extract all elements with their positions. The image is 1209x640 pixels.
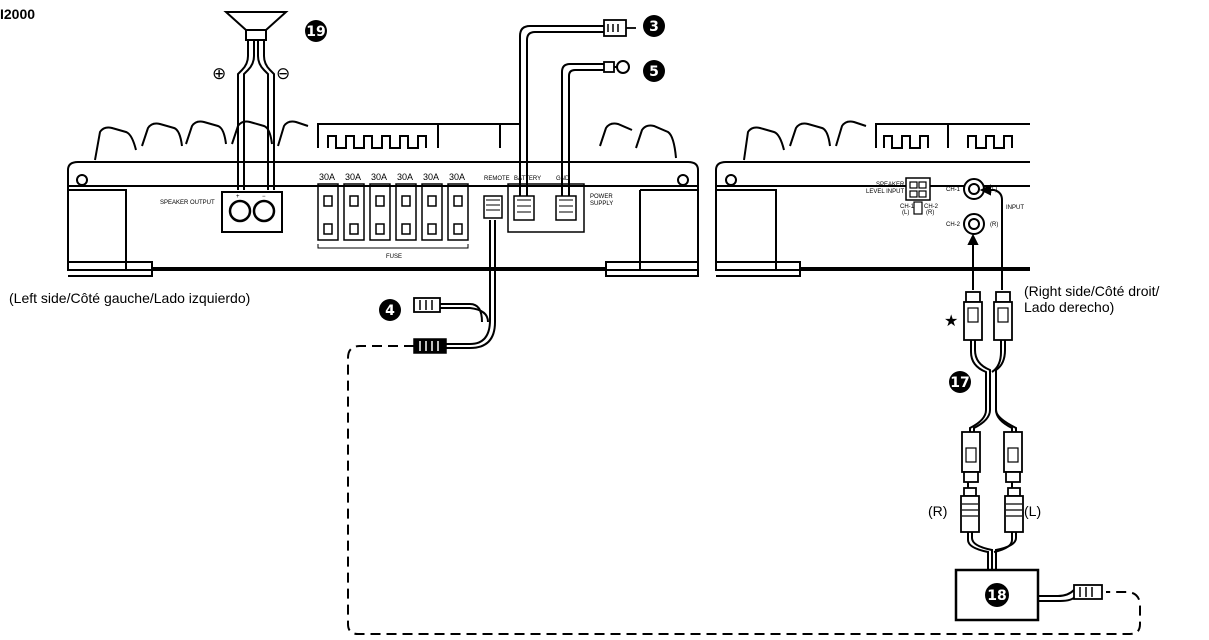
speaker-plus-symbol: ⊕ — [212, 64, 226, 83]
rca-cable — [967, 184, 1017, 570]
rca-plug-upper-right[interactable] — [963, 291, 983, 341]
battery-connector[interactable] — [603, 19, 636, 37]
remote-connector-upper[interactable] — [413, 297, 441, 313]
ground-wire — [561, 63, 604, 196]
rca-ch2-side: (R) — [990, 222, 998, 228]
remote-dashed-line — [347, 345, 1141, 635]
speaker-level-ch2-side: (R) — [926, 210, 934, 216]
callout-3: 3 — [643, 15, 665, 37]
speaker-plus-mark: + — [236, 194, 240, 200]
svg-text:19: 19 — [306, 24, 325, 40]
speaker-output-label: SPEAKER OUTPUT — [160, 200, 215, 206]
speaker-level-input[interactable]: SPEAKER LEVEL INPUT CH-1 (L) CH-2 (R) — [866, 177, 939, 216]
speaker-level-ch1-side: (L) — [902, 210, 909, 216]
ground-lug[interactable] — [603, 60, 630, 74]
power-supply-terminal[interactable]: BATTERY GND POWER SUPPLY — [507, 176, 613, 233]
source-remote-connector[interactable] — [1073, 584, 1103, 600]
svg-text:18: 18 — [987, 588, 1006, 604]
rca-plug-middle-left[interactable] — [1003, 431, 1023, 483]
remote-wire — [440, 220, 496, 349]
speaker[interactable] — [223, 11, 289, 41]
source-unit-lead — [1038, 589, 1077, 602]
left-side-caption: (Left side/Côté gauche/Lado izquierdo) — [9, 290, 250, 306]
speaker-wires — [237, 40, 275, 190]
right-side-caption-line2: Lado derecho) — [1024, 299, 1114, 315]
remote-terminal[interactable]: REMOTE — [483, 176, 510, 219]
fuse-bank: 30A 30A 30A 30A 30A 30A FUSE — [317, 172, 469, 260]
speaker-level-label-1: SPEAKER — [876, 182, 905, 188]
speaker-level-ch2: CH-2 — [924, 204, 939, 210]
fuse-rating-label: 30A — [397, 172, 413, 182]
fuse-rating-label: 30A — [449, 172, 465, 182]
rca-plug-lower-right[interactable] — [960, 487, 980, 533]
rca-plug-upper-left[interactable] — [993, 291, 1013, 341]
callout-5: 5 — [643, 60, 665, 82]
rca-label-l: (L) — [1024, 503, 1041, 519]
power-label-line1: POWER — [590, 194, 613, 200]
model-name: I2000 — [0, 6, 35, 22]
callout-4: 4 — [379, 299, 401, 321]
rca-ch1-label: CH-1 — [946, 187, 961, 193]
battery-wire — [519, 25, 604, 196]
svg-text:17: 17 — [950, 375, 969, 391]
fuse-4[interactable]: 30A — [395, 172, 417, 241]
left-amplifier — [67, 120, 699, 277]
callout-19: 19 — [305, 20, 327, 42]
input-label: INPUT — [1006, 205, 1024, 211]
right-side-caption-line1: (Right side/Côté droit/ — [1024, 283, 1160, 299]
remote-label: REMOTE — [484, 176, 510, 182]
svg-text:4: 4 — [385, 303, 395, 319]
speaker-minus-mark: − — [262, 194, 266, 200]
fuse-2[interactable]: 30A — [343, 172, 365, 241]
fuse-label: FUSE — [386, 254, 402, 260]
remote-connector-lower[interactable] — [413, 338, 447, 354]
callout-18: 18 — [985, 583, 1009, 607]
rca-ch2-label: CH-2 — [946, 222, 961, 228]
rca-input-jack-right[interactable]: CH-2 (R) — [946, 213, 998, 235]
fuse-1[interactable]: 30A — [317, 172, 339, 241]
fuse-rating-label: 30A — [371, 172, 387, 182]
fuse-rating-label: 30A — [319, 172, 335, 182]
fuse-5[interactable]: 30A — [421, 172, 443, 241]
fuse-3[interactable]: 30A — [369, 172, 391, 241]
speaker-minus-symbol: ⊖ — [276, 64, 290, 83]
right-amplifier — [715, 120, 1030, 277]
rca-plug-lower-left[interactable] — [1004, 487, 1024, 533]
callout-17: 17 — [949, 371, 971, 393]
rca-label-r: (R) — [928, 503, 947, 519]
speaker-output-terminal[interactable]: SPEAKER OUTPUT + − — [160, 191, 283, 233]
speaker-level-label-2: LEVEL INPUT — [866, 189, 904, 195]
star-mark: ★ — [944, 313, 958, 330]
speaker-level-ch1: CH-1 — [900, 204, 915, 210]
power-label-line2: SUPPLY — [590, 201, 613, 207]
fuse-6[interactable]: 30A — [447, 172, 469, 241]
rca-plug-middle-right[interactable] — [961, 431, 981, 483]
fuse-rating-label: 30A — [345, 172, 361, 182]
svg-text:3: 3 — [649, 19, 659, 35]
svg-text:5: 5 — [649, 64, 659, 80]
fuse-rating-label: 30A — [423, 172, 439, 182]
